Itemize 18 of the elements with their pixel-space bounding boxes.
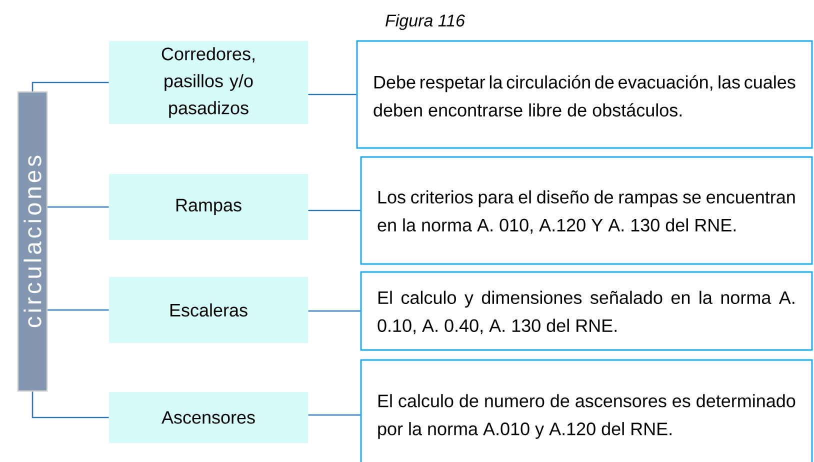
category-bar: circulaciones	[17, 91, 48, 392]
connector-line	[48, 309, 109, 311]
description-box: Los criterios para el diseño de rampas se encuentran en la norma A. 010, A.120 Y A. 130 del RNE.	[360, 156, 813, 265]
connector-line	[32, 392, 109, 418]
figure-title: Figura 116	[386, 14, 465, 30]
connector-line	[308, 310, 360, 312]
description-box: Debe respetar la circulación de evacuación, las cuales deben encontrarse libre de obstáculos.	[356, 40, 813, 149]
description-box: El calculo y dimensiones señalado en la norma A. 0.10, A. 0.40, A. 130 del RNE.	[360, 271, 813, 351]
description-box: El calculo de numero de ascensores es determinado por la norma A.010 y A.120 del RNE.	[360, 359, 813, 462]
connector-line	[308, 94, 356, 96]
topic-box: Corredores, pasillos y/o pasadizos	[109, 41, 308, 124]
connector-line	[308, 210, 360, 212]
topic-box: Escaleras	[109, 277, 308, 343]
topic-box: Rampas	[109, 174, 308, 240]
connector-line	[48, 206, 109, 208]
topic-box: Ascensores	[109, 392, 308, 443]
connector-line	[32, 82, 109, 92]
connector-line	[308, 414, 360, 416]
